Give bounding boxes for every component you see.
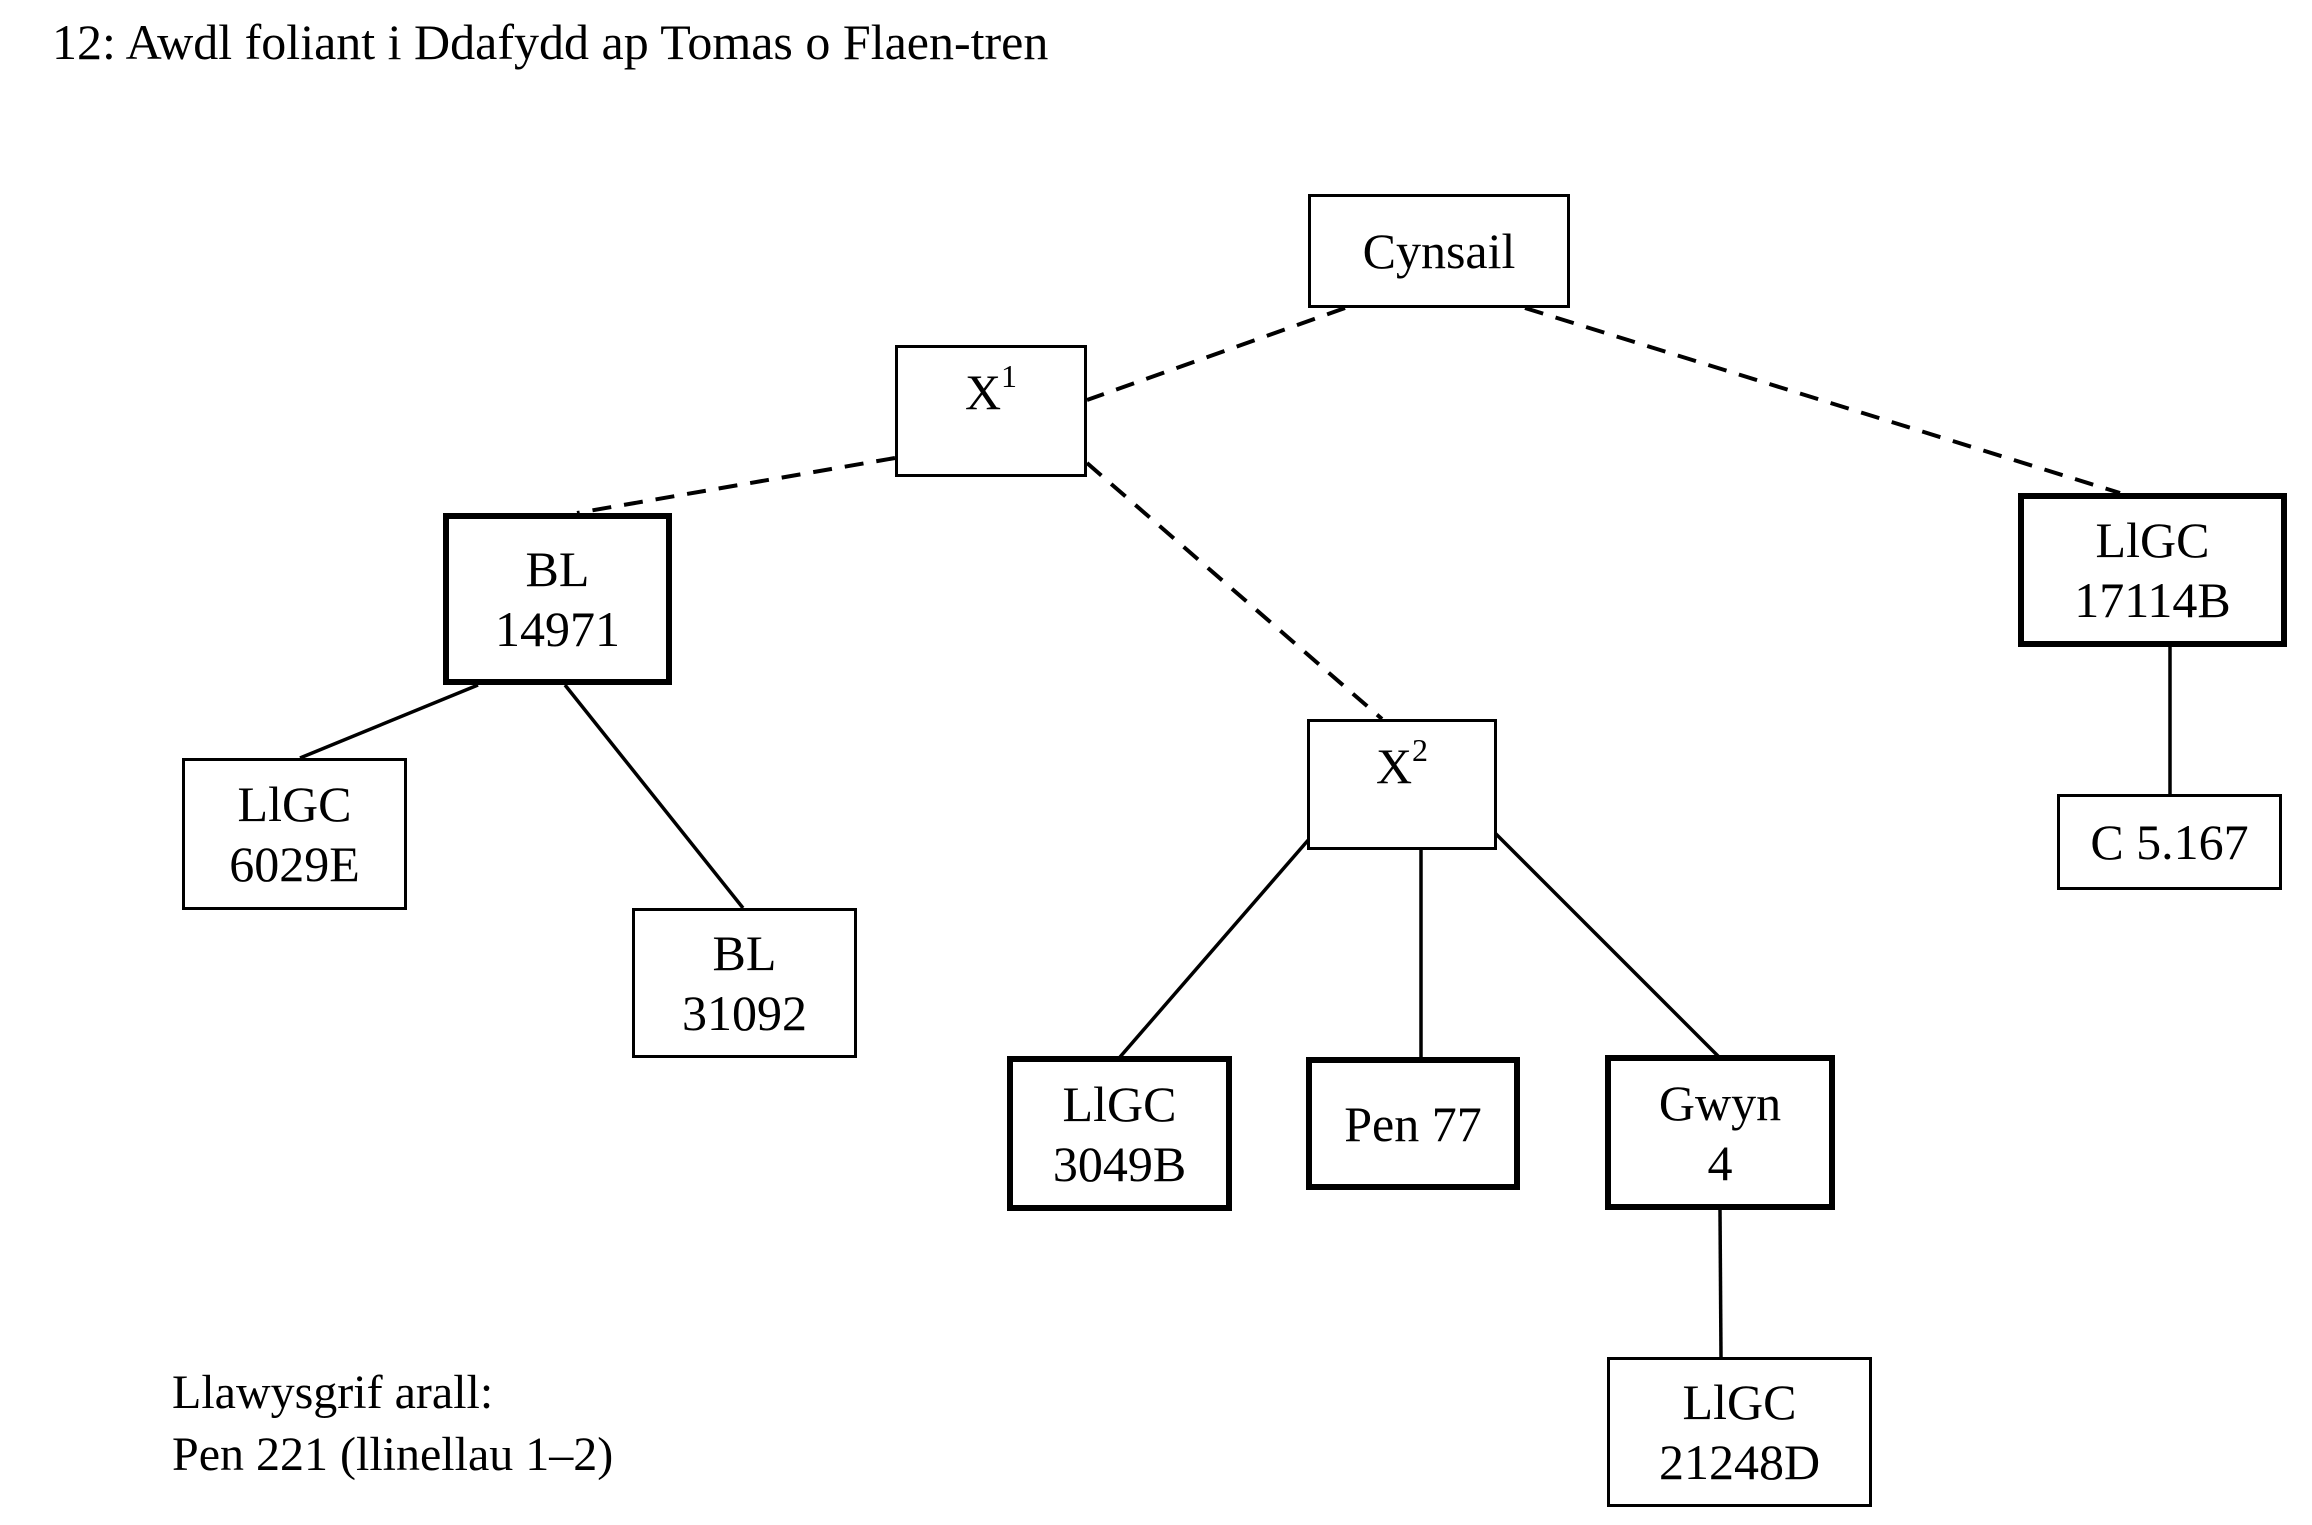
node-label-base: X	[1375, 737, 1413, 794]
node-label-line: 6029E	[229, 836, 360, 892]
edge-x1-bl14971	[576, 456, 896, 515]
edge-cynsail-llgc17114b	[1524, 306, 2121, 495]
x2-superscript: 2	[1412, 731, 1429, 768]
node-label-line: 3049B	[1052, 1135, 1187, 1192]
node-pen77: Pen 77	[1306, 1057, 1520, 1190]
edge-x2-gwyn4	[1493, 831, 1721, 1059]
node-label-line: 17114B	[2074, 572, 2231, 628]
node-label: BL 31092	[682, 923, 807, 1043]
node-label-line: LlGC	[1682, 1374, 1797, 1430]
node-label-line: Cynsail	[1362, 223, 1516, 279]
node-label-line: LlGC	[1062, 1075, 1177, 1132]
node-label: LlGC 21248D	[1659, 1372, 1820, 1492]
node-label-line: LlGC	[2095, 512, 2210, 568]
node-label-line: Gwyn	[1658, 1074, 1782, 1131]
node-llgc6029e: LlGC 6029E	[182, 758, 407, 910]
node-llgc21248d: LlGC 21248D	[1607, 1357, 1872, 1507]
edge-bl14971-bl31092	[563, 683, 745, 910]
node-label: Cynsail	[1363, 221, 1516, 281]
node-llgc17114b: LlGC 17114B	[2018, 493, 2287, 647]
node-c5167: C 5.167	[2057, 794, 2282, 890]
node-label-line: 21248D	[1658, 1434, 1821, 1490]
node-x1: X1	[895, 345, 1087, 477]
node-x2: X2	[1307, 719, 1497, 850]
node-label-line: 4	[1707, 1134, 1733, 1191]
node-label: C 5.167	[2090, 812, 2248, 872]
edge-x2-llgc3049b	[1118, 836, 1312, 1059]
footnote: Llawysgrif arall: Pen 221 (llinellau 1–2…	[172, 1362, 613, 1486]
edge-gwyn4-llgc21248d	[1718, 1209, 1723, 1358]
node-label-line: BL	[712, 925, 777, 981]
node-label: Pen 77	[1344, 1094, 1482, 1154]
node-label-line: Pen 77	[1344, 1095, 1482, 1152]
edge-cynsail-x1	[1086, 306, 1346, 402]
node-label: LlGC 3049B	[1053, 1074, 1186, 1194]
node-label-line: LlGC	[237, 776, 352, 832]
node-label-base: X	[964, 364, 1002, 420]
node-cynsail: Cynsail	[1308, 194, 1570, 308]
node-label: BL 14971	[495, 539, 620, 659]
node-label-line: 31092	[682, 985, 807, 1041]
footnote-line-1: Llawysgrif arall:	[172, 1366, 494, 1419]
node-label: LlGC 6029E	[229, 774, 360, 894]
node-label: LlGC 17114B	[2074, 510, 2231, 630]
node-bl14971: BL 14971	[443, 513, 672, 685]
node-label: X1	[964, 360, 1017, 421]
page-title: 12: Awdl foliant i Ddafydd ap Tomas o Fl…	[52, 14, 1049, 70]
node-label-line: C 5.167	[2090, 814, 2249, 870]
node-label: X2	[1375, 734, 1428, 795]
node-label-line: BL	[525, 541, 590, 597]
edge-bl14971-llgc6029e	[299, 683, 479, 760]
edge-x1-x2	[1085, 461, 1384, 721]
node-label: Gwyn 4	[1659, 1073, 1781, 1193]
node-gwyn4: Gwyn 4	[1605, 1055, 1835, 1210]
node-bl31092: BL 31092	[632, 908, 857, 1058]
node-llgc3049b: LlGC 3049B	[1007, 1056, 1232, 1211]
node-label-line: 14971	[495, 601, 620, 657]
footnote-line-2: Pen 221 (llinellau 1–2)	[172, 1428, 614, 1481]
x1-superscript: 1	[1001, 358, 1018, 394]
